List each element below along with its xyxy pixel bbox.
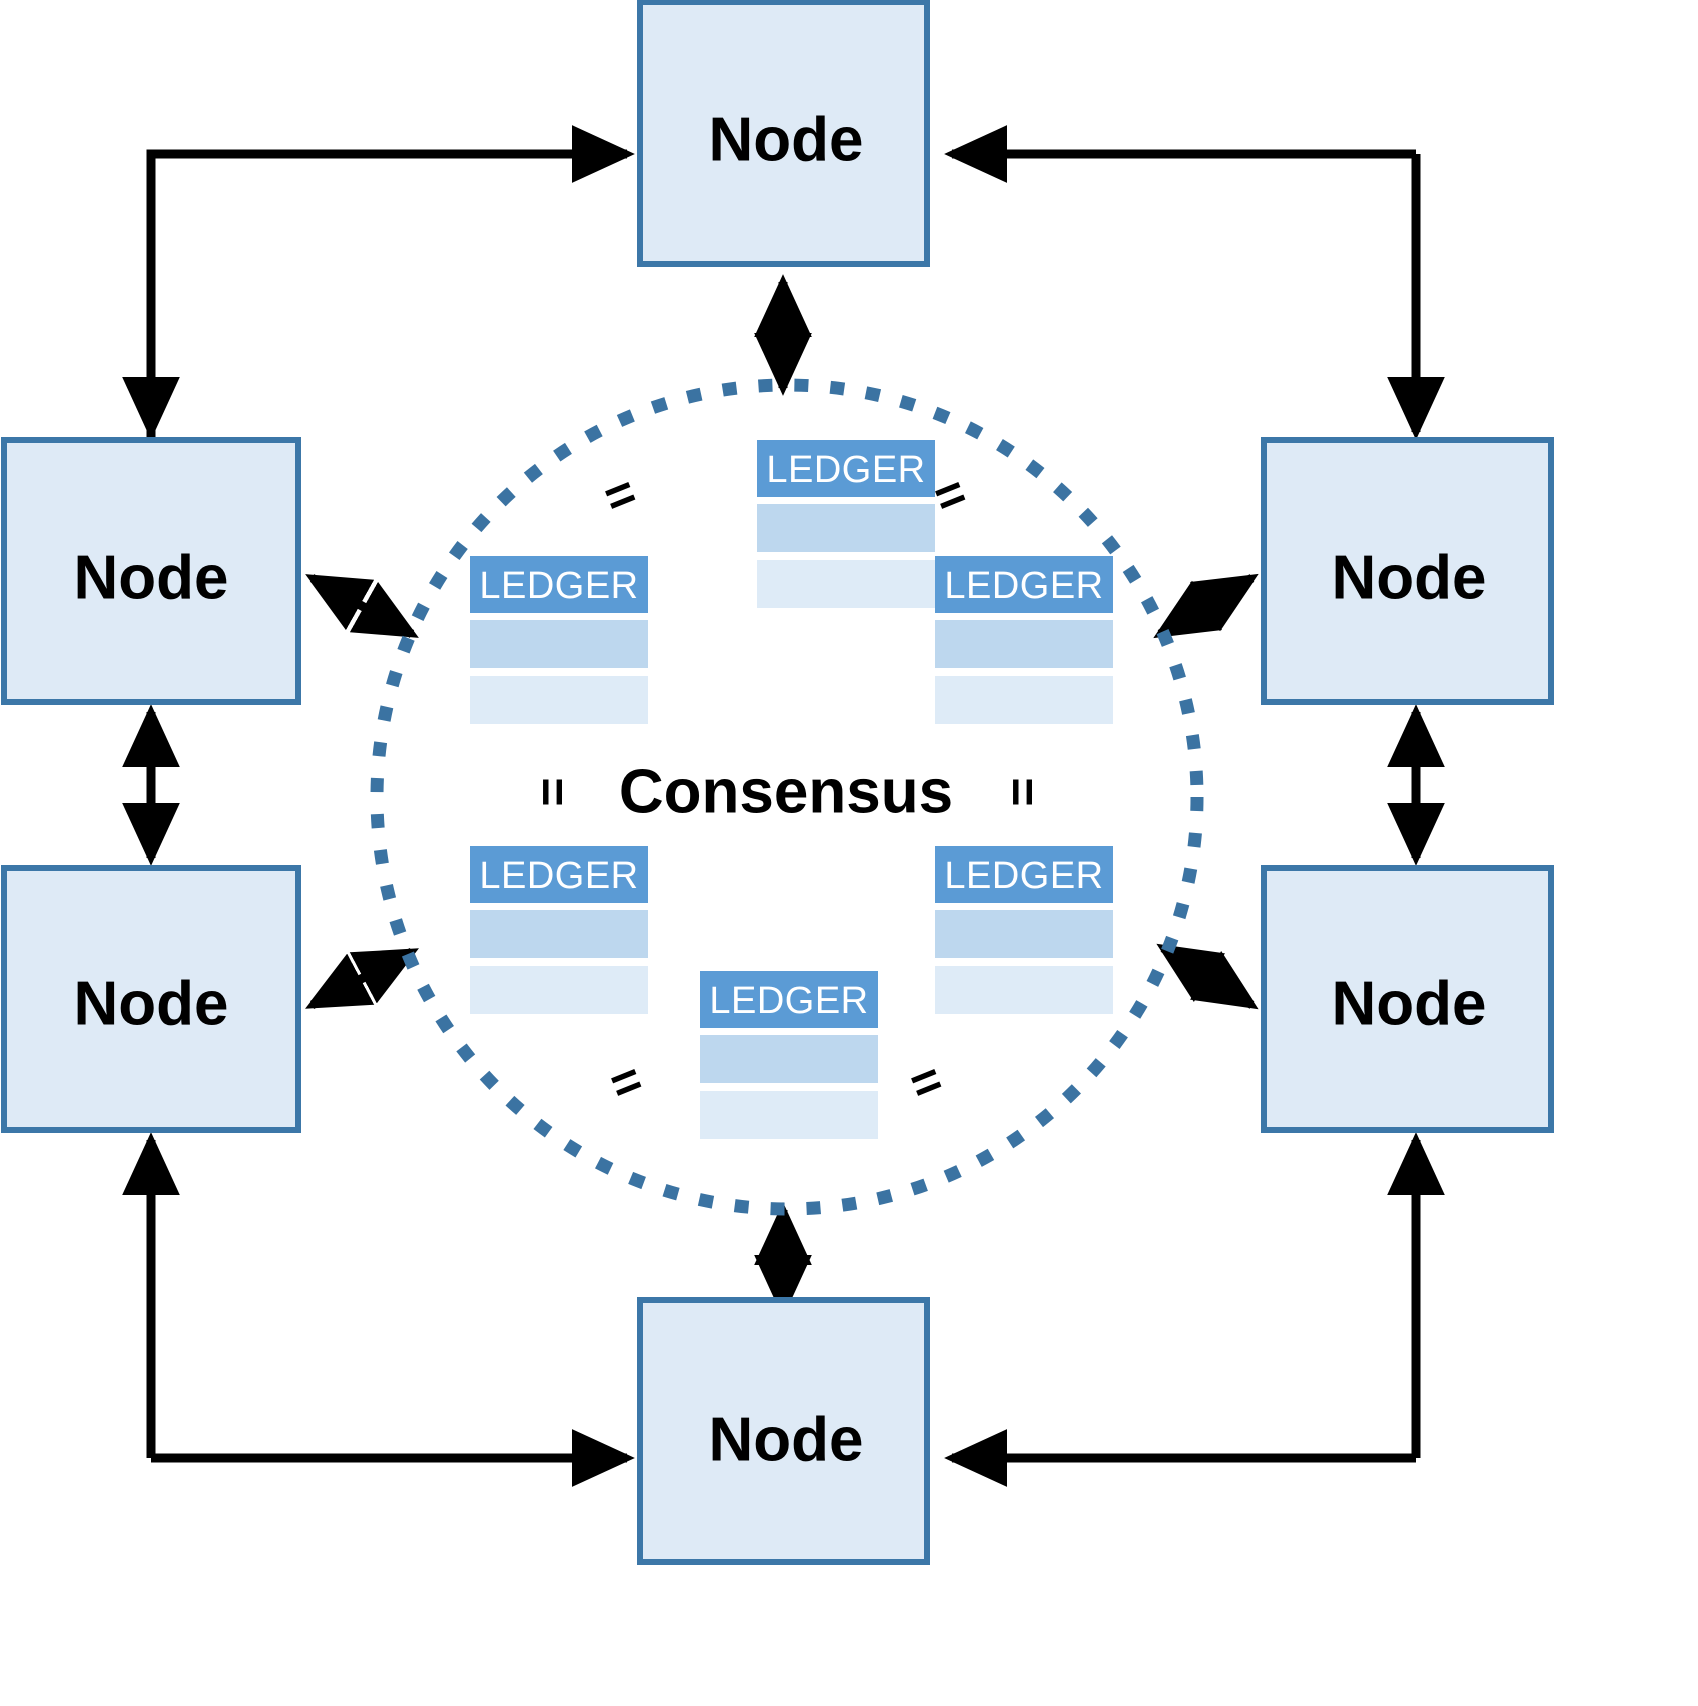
outer-ring-connectors (122, 125, 1445, 1487)
node-top[interactable]: Node (637, 0, 930, 267)
equals-mark-mid-right: = (994, 777, 1050, 806)
node-bottom-box[interactable] (637, 1297, 930, 1565)
node-right-upper-box[interactable] (1261, 437, 1554, 705)
ledger-top-row-2 (757, 560, 935, 608)
ledger-lower-left-row-2 (470, 966, 648, 1014)
ledger-stacks: LEDGER LEDGER LEDGER LEDGER (470, 440, 1113, 1139)
ledger-upper-right[interactable]: LEDGER (935, 556, 1113, 724)
node-bottom-label: Node (709, 1406, 864, 1475)
consensus-label: Consensus (619, 758, 953, 827)
equals-mark-mid-left: = (524, 777, 580, 806)
ledger-lower-right-row-2 (935, 966, 1113, 1014)
ledger-bottom-header[interactable] (700, 971, 878, 1028)
equals-mark-top-left: = (596, 464, 644, 527)
node-right-upper-label: Node (1332, 544, 1487, 613)
ledger-lower-right-label: LEDGER (944, 855, 1103, 897)
ledger-upper-right-row-2 (935, 676, 1113, 724)
ledger-bottom-label: LEDGER (709, 980, 868, 1022)
ledger-lower-left[interactable]: LEDGER (470, 846, 648, 1014)
node-right-lower-label: Node (1332, 970, 1487, 1039)
ledger-lower-left-label: LEDGER (479, 855, 638, 897)
ledger-upper-left[interactable]: LEDGER (470, 556, 648, 724)
ledger-bottom[interactable]: LEDGER (700, 971, 878, 1139)
equals-mark-bottom-right: = (902, 1051, 950, 1114)
spoke-right-lower-node (1156, 943, 1259, 1010)
spoke-left-lower-node (305, 948, 419, 1009)
ledger-upper-left-row-2 (470, 676, 648, 724)
node-left-lower-box[interactable] (1, 865, 301, 1133)
consensus-circle (370, 378, 1204, 1216)
node-bottom[interactable]: Node (637, 1297, 930, 1565)
ledger-upper-left-label: LEDGER (479, 565, 638, 607)
ledger-upper-left-header[interactable] (470, 556, 648, 613)
ledger-lower-right-header[interactable] (935, 846, 1113, 903)
ledger-upper-left-row-1 (470, 620, 648, 668)
consensus-spoke-connectors (305, 274, 1259, 1318)
node-right-lower-box[interactable] (1261, 865, 1554, 1133)
node-top-label: Node (709, 106, 864, 175)
ledger-top-row-1 (757, 504, 935, 552)
connector-leftupper-to-top (146, 125, 635, 440)
ledger-upper-right-label: LEDGER (944, 565, 1103, 607)
node-boxes: Node Node Node Node Node (1, 0, 1554, 1565)
ledger-bottom-row-1 (700, 1035, 878, 1083)
ledger-top-header[interactable] (757, 440, 935, 497)
spoke-left-upper-node (305, 574, 419, 638)
spoke-right-upper-node (1153, 573, 1259, 639)
ledger-lower-left-row-1 (470, 910, 648, 958)
ledger-lower-left-header[interactable] (470, 846, 648, 903)
node-right-lower[interactable]: Node (1261, 865, 1554, 1133)
ledger-upper-right-header[interactable] (935, 556, 1113, 613)
node-left-lower[interactable]: Node (1, 865, 301, 1133)
node-left-lower-label: Node (74, 970, 229, 1039)
ledger-bottom-row-2 (700, 1091, 878, 1139)
ledger-top-label: LEDGER (766, 449, 925, 491)
node-right-upper[interactable]: Node (1261, 437, 1554, 705)
node-left-upper-label: Node (74, 544, 229, 613)
equals-mark-bottom-left: = (602, 1051, 650, 1114)
ledger-upper-right-row-1 (935, 620, 1113, 668)
node-top-box[interactable] (637, 0, 930, 267)
ledger-lower-right[interactable]: LEDGER (935, 846, 1113, 1014)
ledger-lower-right-row-1 (935, 910, 1113, 958)
node-left-upper[interactable]: Node (1, 437, 301, 705)
ledger-top[interactable]: LEDGER (757, 440, 935, 608)
node-left-upper-box[interactable] (1, 437, 301, 705)
